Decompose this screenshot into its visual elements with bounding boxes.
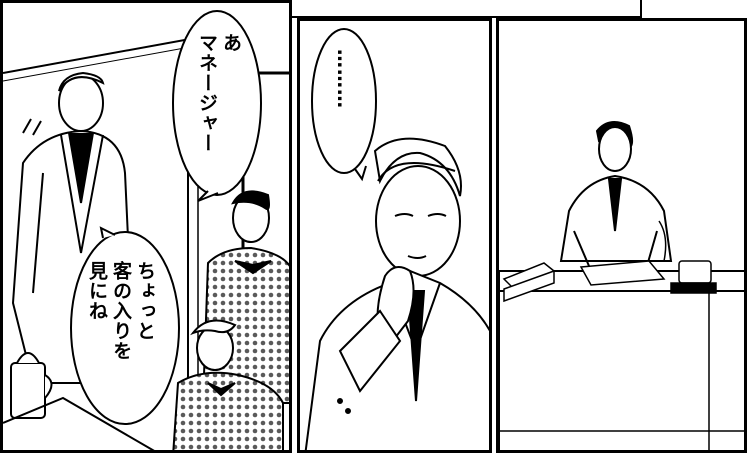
book-stack xyxy=(502,262,556,303)
bubble-1-line-1: あ xyxy=(220,33,242,53)
seated-man-figure xyxy=(559,121,673,267)
thinking-man-figure xyxy=(304,137,489,450)
panel-3-art xyxy=(499,121,744,450)
waiter-lower xyxy=(172,319,284,450)
papers xyxy=(579,260,666,286)
speech-bubble-1 xyxy=(172,10,262,196)
coffee-pot xyxy=(10,352,53,419)
bubble-3-text: ……… xyxy=(332,49,356,159)
bubble-2-line-1: ちょっと xyxy=(134,261,156,341)
bubble-1-line-2: マネージャー xyxy=(196,33,218,153)
bubble-1-text: あ マネージャー xyxy=(195,33,243,183)
bubble-2-line-3: 見にね xyxy=(86,261,108,321)
panel-1-art xyxy=(3,10,289,450)
bubble-2-text: ちょっと 客の入りを 見にね xyxy=(85,261,157,401)
panel-2-art xyxy=(304,28,489,450)
panel-3 xyxy=(496,18,747,453)
caption-box xyxy=(240,0,642,18)
desk-phone xyxy=(670,260,717,294)
table-edge xyxy=(3,396,155,450)
speech-bubble-2 xyxy=(70,231,180,425)
bubble-2-line-2: 客の入りを xyxy=(110,261,132,361)
waiter-upper xyxy=(201,190,289,404)
panel-2: ……… xyxy=(297,18,492,453)
bubble-3-line-1: ……… xyxy=(333,49,355,109)
thought-bubble xyxy=(311,28,377,174)
panel-1: あ マネージャー ちょっと 客の入りを 見にね xyxy=(0,0,292,453)
